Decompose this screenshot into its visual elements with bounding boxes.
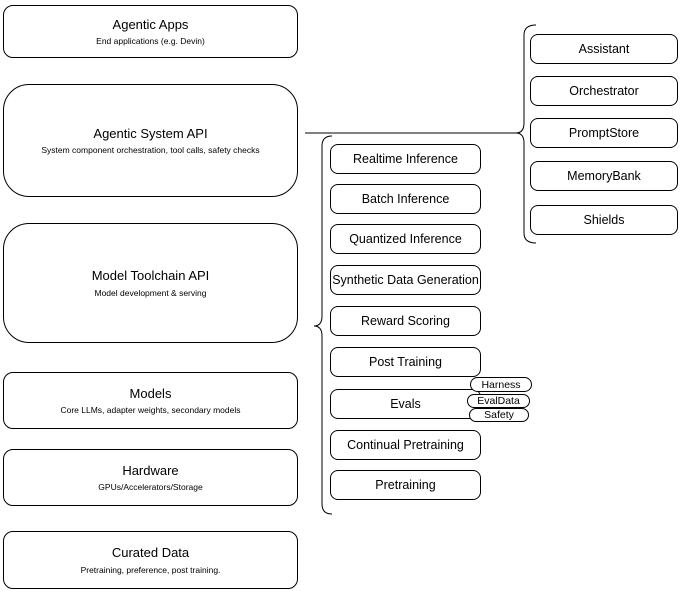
toolchain-item-evals: Evals — [330, 389, 481, 419]
toolchain-item-label: Pretraining — [375, 478, 436, 492]
toolchain-item-reward-scoring: Reward Scoring — [330, 306, 481, 336]
component-label: PromptStore — [568, 126, 640, 140]
eval-tag-label: Safety — [484, 409, 514, 421]
toolchain-item-label: Continual Pretraining — [347, 438, 464, 452]
component-orchestrator: Orchestrator — [530, 76, 678, 106]
box-title: Curated Data — [111, 545, 190, 561]
box-model-toolchain-api: Model Toolchain API Model development & … — [3, 223, 298, 343]
box-agentic-system-api: Agentic System API System component orch… — [3, 84, 298, 197]
box-subtitle: Core LLMs, adapter weights, secondary mo… — [60, 405, 241, 416]
toolchain-item-post-training: Post Training — [330, 347, 481, 377]
box-subtitle: Model development & serving — [94, 287, 207, 298]
eval-tag-label: EvalData — [477, 395, 520, 407]
component-promptstore: PromptStore — [530, 118, 678, 148]
toolchain-item-pretraining: Pretraining — [330, 470, 481, 500]
toolchain-item-label: Realtime Inference — [353, 152, 458, 166]
component-label: Assistant — [578, 42, 630, 56]
box-subtitle: System component orchestration, tool cal… — [41, 145, 260, 156]
toolchain-item-realtime-inference: Realtime Inference — [330, 144, 481, 174]
eval-tag-label: Harness — [481, 378, 521, 391]
toolchain-brace — [313, 135, 333, 515]
toolchain-item-label: Reward Scoring — [361, 314, 450, 328]
toolchain-item-batch-inference: Batch Inference — [330, 184, 481, 214]
box-models: Models Core LLMs, adapter weights, secon… — [3, 372, 298, 429]
component-label: MemoryBank — [567, 169, 641, 183]
box-title: Model Toolchain API — [91, 268, 210, 284]
box-title: Agentic System API — [93, 125, 208, 141]
box-hardware: Hardware GPUs/Accelerators/Storage — [3, 449, 298, 506]
component-label: Orchestrator — [569, 84, 639, 98]
toolchain-item-label: Quantized Inference — [349, 232, 462, 246]
toolchain-item-synthetic-data-generation: Synthetic Data Generation — [330, 265, 481, 295]
components-brace — [515, 24, 537, 244]
component-assistant: Assistant — [530, 34, 678, 64]
component-label: Shields — [583, 213, 625, 227]
eval-tag-harness: Harness — [470, 377, 532, 392]
toolchain-item-label: Batch Inference — [361, 192, 450, 206]
box-title: Agentic Apps — [112, 16, 189, 32]
box-curated-data: Curated Data Pretraining, preference, po… — [3, 531, 298, 589]
component-shields: Shields — [530, 205, 678, 235]
toolchain-item-quantized-inference: Quantized Inference — [330, 224, 481, 254]
box-title: Models — [129, 385, 172, 401]
toolchain-item-label: Synthetic Data Generation — [332, 273, 479, 287]
box-agentic-apps: Agentic Apps End applications (e.g. Devi… — [3, 5, 298, 58]
box-title: Hardware — [122, 462, 179, 478]
box-subtitle: End applications (e.g. Devin) — [96, 36, 205, 47]
toolchain-item-label: Post Training — [369, 355, 442, 369]
toolchain-item-continual-pretraining: Continual Pretraining — [330, 430, 481, 460]
box-subtitle: GPUs/Accelerators/Storage — [98, 482, 203, 493]
box-subtitle: Pretraining, preference, post training. — [80, 564, 221, 575]
eval-tag-safety: Safety — [469, 408, 529, 422]
component-memorybank: MemoryBank — [530, 161, 678, 191]
toolchain-item-label: Evals — [390, 397, 421, 411]
eval-tag-evaldata: EvalData — [467, 394, 530, 408]
